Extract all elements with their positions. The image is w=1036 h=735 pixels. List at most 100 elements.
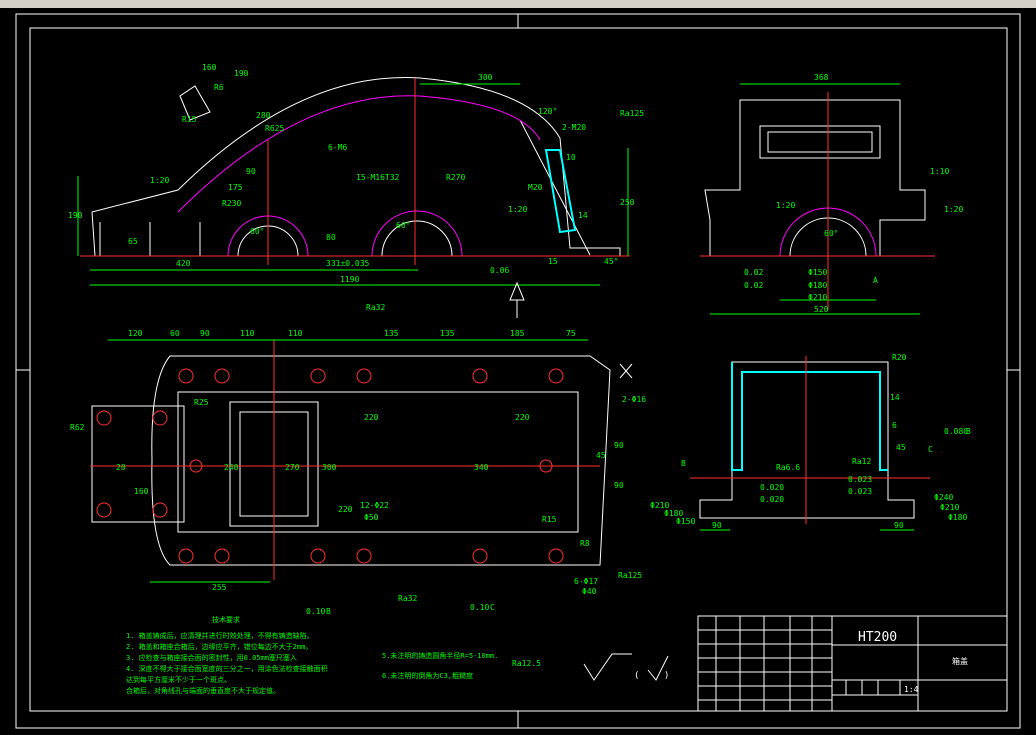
section-dim: 0.020 xyxy=(760,495,784,504)
top-view: Ra32 120 60 90 110 110 135 135 185 75 R2… xyxy=(70,303,646,616)
top-dim: 110 xyxy=(288,329,303,338)
top-dim: B xyxy=(326,607,331,616)
top-dim: 240 xyxy=(224,463,239,472)
drawing-frame xyxy=(15,13,1021,729)
front-dim: R625 xyxy=(265,124,284,133)
section-dim: 0.080 xyxy=(944,427,968,436)
top-dim: 135 xyxy=(384,329,399,338)
front-dim: 175 xyxy=(228,183,243,192)
top-dim: 0.10 xyxy=(306,607,325,616)
side-dim: 0.02 xyxy=(744,268,763,277)
top-dim: 45 xyxy=(596,451,606,460)
front-dim: 60° xyxy=(250,227,264,236)
section-dim: C xyxy=(928,445,933,454)
side-dim: 1:10 xyxy=(930,167,949,176)
top-dim: R62 xyxy=(70,423,85,432)
top-dim: Ra32 xyxy=(366,303,385,312)
note-5: 5.未注明的铸造圆角半径R=5-10mm. xyxy=(382,651,498,660)
app-toolbar-strip[interactable] xyxy=(0,0,1036,8)
section-dim: B xyxy=(681,459,686,468)
side-dim: 1:20 xyxy=(944,205,963,214)
front-dim: 160 xyxy=(202,63,217,72)
front-dim: 90 xyxy=(246,167,256,176)
top-dim: 220 xyxy=(338,505,353,514)
front-dim: R230 xyxy=(222,199,241,208)
top-dim: 75 xyxy=(566,329,576,338)
top-dim: 12-Φ22 xyxy=(360,501,389,510)
section-dim: B xyxy=(966,427,971,436)
note-item: 达到每平方厘米不少于一个斑点。 xyxy=(126,675,231,684)
top-dim: Φ40 xyxy=(582,587,597,596)
top-dim: 90 xyxy=(614,481,624,490)
top-dim: 220 xyxy=(515,413,530,422)
cad-drawing-svg: 160 190 R6 R15 280 R625 6-M6 300 120° Ra… xyxy=(15,13,1021,729)
top-dim: 20 xyxy=(116,463,126,472)
roughness-paren-close: ) xyxy=(664,671,669,681)
section-dim: Φ150 xyxy=(676,517,695,526)
section-dim: 90 xyxy=(894,521,904,530)
front-dim: 250 xyxy=(620,198,635,207)
front-dim: 120° xyxy=(538,107,557,116)
front-dim: 331±0.035 xyxy=(326,259,370,268)
section-dim: Φ210 xyxy=(650,501,669,510)
section-dim: 45 xyxy=(896,443,906,452)
top-dim: 90 xyxy=(200,329,210,338)
side-dim: 520 xyxy=(814,305,829,314)
top-dim: 160 xyxy=(134,487,149,496)
note-item: 合箱后，对角线孔与端面的垂直度不大于规定值。 xyxy=(126,686,280,695)
top-dim: 270 xyxy=(285,463,300,472)
drawing-canvas[interactable]: 160 190 R6 R15 280 R625 6-M6 300 120° Ra… xyxy=(0,8,1036,731)
top-dim: 2-Φ16 xyxy=(622,395,646,404)
technical-notes: 技术要求 1. 箱盖铸成后，应清理并进行时效处理，不得有铸造缺陷。 2. 箱盖和… xyxy=(126,615,669,695)
section-dim: Ra6.6 xyxy=(776,463,800,472)
top-dim: Φ50 xyxy=(364,513,379,522)
roughness-paren-open: ( xyxy=(634,671,639,681)
front-dim: 10 xyxy=(566,153,576,162)
top-dim: 300 xyxy=(322,463,337,472)
front-dim: 15-M16T32 xyxy=(356,173,400,182)
side-view: 368 1:10 1:20 1:20 60° 0.02 0.02 Φ150 Φ1… xyxy=(700,73,963,315)
section-dim: Φ210 xyxy=(940,503,959,512)
side-dim: 60° xyxy=(824,229,838,238)
side-dim: 0.02 xyxy=(744,281,763,290)
front-dim: 190 xyxy=(234,69,249,78)
top-dim: 60 xyxy=(170,329,180,338)
front-dim: 2-M20 xyxy=(562,123,586,132)
section-dim: Φ180 xyxy=(948,513,967,522)
front-dim: 300 xyxy=(478,73,493,82)
front-dim: 14 xyxy=(578,211,588,220)
side-dim: 1:20 xyxy=(776,201,795,210)
note-item: 2. 箱盖和箱座合箱后，边缘应平齐，错位每边不大于2mm。 xyxy=(126,642,312,651)
front-dim: 420 xyxy=(176,259,191,268)
note-item: 1. 箱盖铸成后，应清理并进行时效处理，不得有铸造缺陷。 xyxy=(126,631,314,640)
scale-label: 1:4 xyxy=(904,685,919,694)
top-dim: 340 xyxy=(474,463,489,472)
front-dim: 65 xyxy=(128,237,138,246)
front-dim: 15 xyxy=(548,257,558,266)
title-block: HT200 箱盖 1:4 xyxy=(697,615,1008,712)
top-dim: 135 xyxy=(440,329,455,338)
section-dim: R20 xyxy=(892,353,907,362)
top-dim: R25 xyxy=(194,398,209,407)
section-dim: 6 xyxy=(892,421,897,430)
front-dim: 1:20 xyxy=(150,176,169,185)
front-dim: 1:20 xyxy=(508,205,527,214)
material-label: HT200 xyxy=(858,630,897,645)
side-dim: Φ150 xyxy=(808,268,827,277)
top-dim: Ra32 xyxy=(398,594,417,603)
roughness-symbol-icon xyxy=(583,653,669,681)
part-name: 箱盖 xyxy=(952,656,968,666)
section-dim: Φ180 xyxy=(664,509,683,518)
note-6: 6.未注明的倒角为C3,粗糙度 xyxy=(382,671,473,680)
top-dim: R15 xyxy=(542,515,557,524)
side-dim: Φ180 xyxy=(808,281,827,290)
front-dim: 45° xyxy=(604,257,618,266)
top-dim: C xyxy=(490,603,495,612)
front-dim: 1190 xyxy=(340,275,359,284)
top-dim: 220 xyxy=(364,413,379,422)
top-dim: 185 xyxy=(510,329,525,338)
section-dim: 14 xyxy=(890,393,900,402)
section-view: R20 14 6 0.080 B C 45 B Ra6.6 Ra12 0.020… xyxy=(650,353,971,531)
top-dim: 0.10 xyxy=(470,603,489,612)
front-dim: Ra125 xyxy=(620,109,644,118)
